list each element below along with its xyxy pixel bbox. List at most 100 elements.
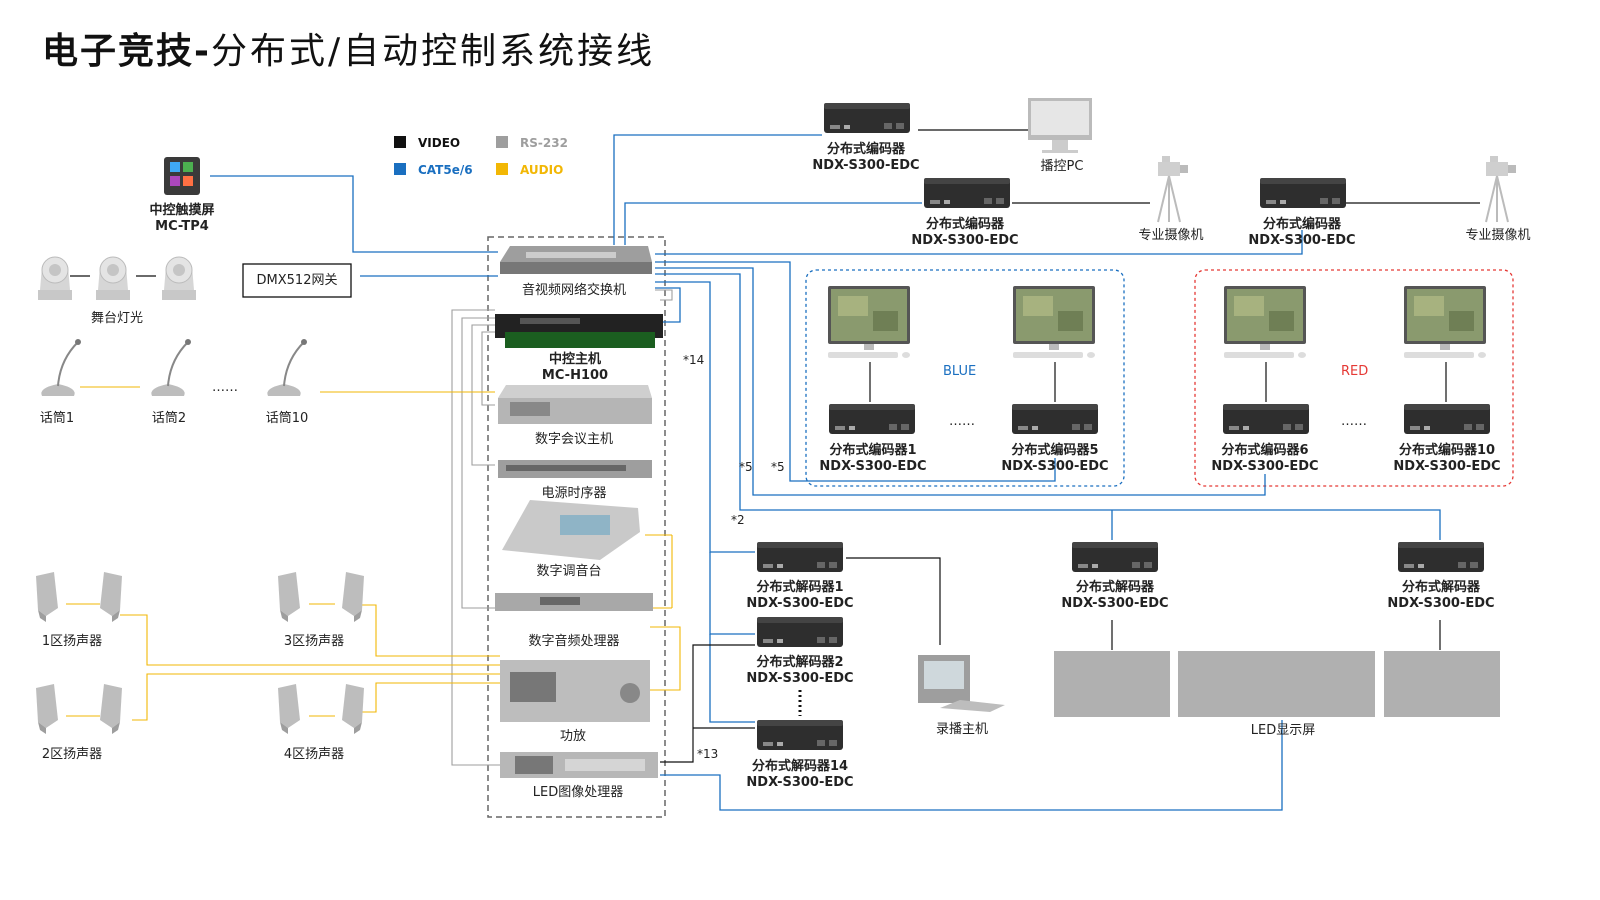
led-panel: [1384, 651, 1500, 717]
speaker-zone-label: 2区扬声器: [41, 747, 103, 762]
title-separator: -: [194, 31, 211, 72]
network-switch-icon: [500, 246, 652, 274]
speaker-zone-label: 1区扬声器: [41, 634, 103, 649]
mic-label: 话筒1: [39, 411, 75, 426]
decoder-model: NDX-S300-EDC: [746, 671, 854, 686]
encoder-icon: [1012, 404, 1098, 434]
video-cables: [70, 129, 1480, 763]
quantity-note: *5: [771, 460, 785, 474]
quantity-note: *13: [697, 747, 719, 761]
amp-label: 功放: [559, 729, 587, 744]
camera-icon: [1485, 155, 1517, 223]
monitor-icon: [1404, 286, 1486, 358]
monitor-icon: [828, 286, 910, 358]
power-sequencer-icon: [498, 460, 652, 478]
decoder-name: 分布式解码器1: [756, 580, 844, 595]
touch-panel-name: 中控触摸屏: [149, 203, 215, 218]
encoder-name: 分布式编码器1: [829, 443, 917, 458]
amplifier-icon: [500, 660, 650, 722]
decoder-model: NDX-S300-EDC: [1061, 596, 1169, 611]
encoder-name: 分布式编码器: [826, 142, 906, 157]
speaker-zone-label: 3区扬声器: [283, 634, 345, 649]
quantity-note: *5: [739, 460, 753, 474]
encoder-model: NDX-S300-EDC: [819, 459, 927, 474]
decoder-model: NDX-S300-EDC: [746, 775, 854, 790]
legend-audio: AUDIO: [496, 163, 563, 177]
speaker-icon: [278, 572, 300, 622]
decoder-icon: [757, 720, 843, 750]
speaker-icon: [100, 572, 122, 622]
encoder-model: NDX-S300-EDC: [1393, 459, 1501, 474]
microphone-icon: [266, 338, 308, 397]
mic-label: 话筒10: [265, 411, 309, 426]
camera-label: 专业摄像机: [1465, 228, 1531, 243]
monitor-icon: [1013, 286, 1095, 358]
speaker-icon: [342, 572, 364, 622]
legend-video: VIDEO: [394, 136, 460, 150]
encoder-model: NDX-S300-EDC: [1001, 459, 1109, 474]
encoder-icon: [824, 103, 910, 133]
red-zone: [1194, 269, 1514, 487]
speaker-icon: [342, 684, 364, 734]
stage-light-label: 舞台灯光: [90, 311, 144, 326]
microphone-icon: [40, 338, 82, 397]
sequencer-label: 电源时序器: [541, 486, 607, 501]
audio-processor-icon: [495, 593, 653, 611]
touch-panel-model: MC-TP4: [155, 219, 209, 234]
quantity-note: *14: [683, 353, 705, 367]
speaker-icon: [100, 684, 122, 734]
decoder-name: 分布式解码器14: [751, 759, 849, 774]
title-main: 电子竞技: [42, 31, 195, 72]
encoder-icon: [1260, 178, 1346, 208]
pc-icon: [1028, 98, 1092, 153]
blue-zone-label: BLUE: [943, 364, 977, 379]
blue-zone: [805, 269, 1125, 487]
mic-label: 话筒2: [151, 411, 187, 426]
encoder-name: 分布式编码器6: [1221, 443, 1309, 458]
mixer-icon: [502, 500, 640, 560]
recorder-icon: [918, 655, 1005, 712]
encoder-model: NDX-S300-EDC: [911, 233, 1019, 248]
dmx-gateway-box: [242, 263, 352, 298]
stage-light-icon: [95, 256, 131, 301]
stage-light-icon: [161, 256, 197, 301]
host-name: 中控主机: [548, 352, 602, 367]
stage-light-icon: [37, 256, 73, 301]
encoder-model: NDX-S300-EDC: [812, 158, 920, 173]
encoder-name: 分布式编码器10: [1398, 443, 1496, 458]
led-proc-label: LED图像处理器: [532, 785, 624, 800]
dsp-label: 数字音频处理器: [528, 634, 620, 649]
speaker-icon: [36, 572, 58, 622]
decoder-model: NDX-S300-EDC: [1387, 596, 1495, 611]
quantity-note: *2: [731, 513, 745, 527]
led-screen-label: LED显示屏: [1250, 723, 1316, 738]
encoder-icon: [924, 178, 1010, 208]
decoder-name: 分布式解码器: [1401, 580, 1481, 595]
encoder-name: 分布式编码器: [925, 217, 1005, 232]
mic-ellipsis: ……: [212, 380, 238, 395]
pc-label: 播控PC: [1040, 159, 1084, 174]
legend-rs232: RS-232: [496, 136, 568, 150]
led-panel: [1054, 651, 1170, 717]
switch-label: 音视频网络交换机: [521, 283, 627, 298]
red-zone-label: RED: [1341, 364, 1369, 379]
speaker-zone-label: 4区扬声器: [283, 747, 345, 762]
speaker-icon: [36, 684, 58, 734]
rs232-cables: [451, 289, 673, 766]
decoder-name: 分布式解码器2: [756, 655, 844, 670]
rack-enclosure: [487, 236, 666, 818]
decoder-model: NDX-S300-EDC: [746, 596, 854, 611]
speaker-icon: [278, 684, 300, 734]
encoder-icon: [1404, 404, 1490, 434]
audio-cables: [66, 386, 681, 721]
microphone-icon: [150, 338, 192, 397]
mixer-label: 数字调音台: [536, 564, 602, 579]
encoder-icon: [1223, 404, 1309, 434]
touch-panel-icon: [164, 157, 200, 195]
decoder-icon: [757, 617, 843, 647]
encoder-model: NDX-S300-EDC: [1211, 459, 1319, 474]
led-panel: [1178, 651, 1375, 717]
encoder-ellipsis: ……: [949, 414, 975, 429]
legend-cat: CAT5e/6: [394, 163, 473, 177]
